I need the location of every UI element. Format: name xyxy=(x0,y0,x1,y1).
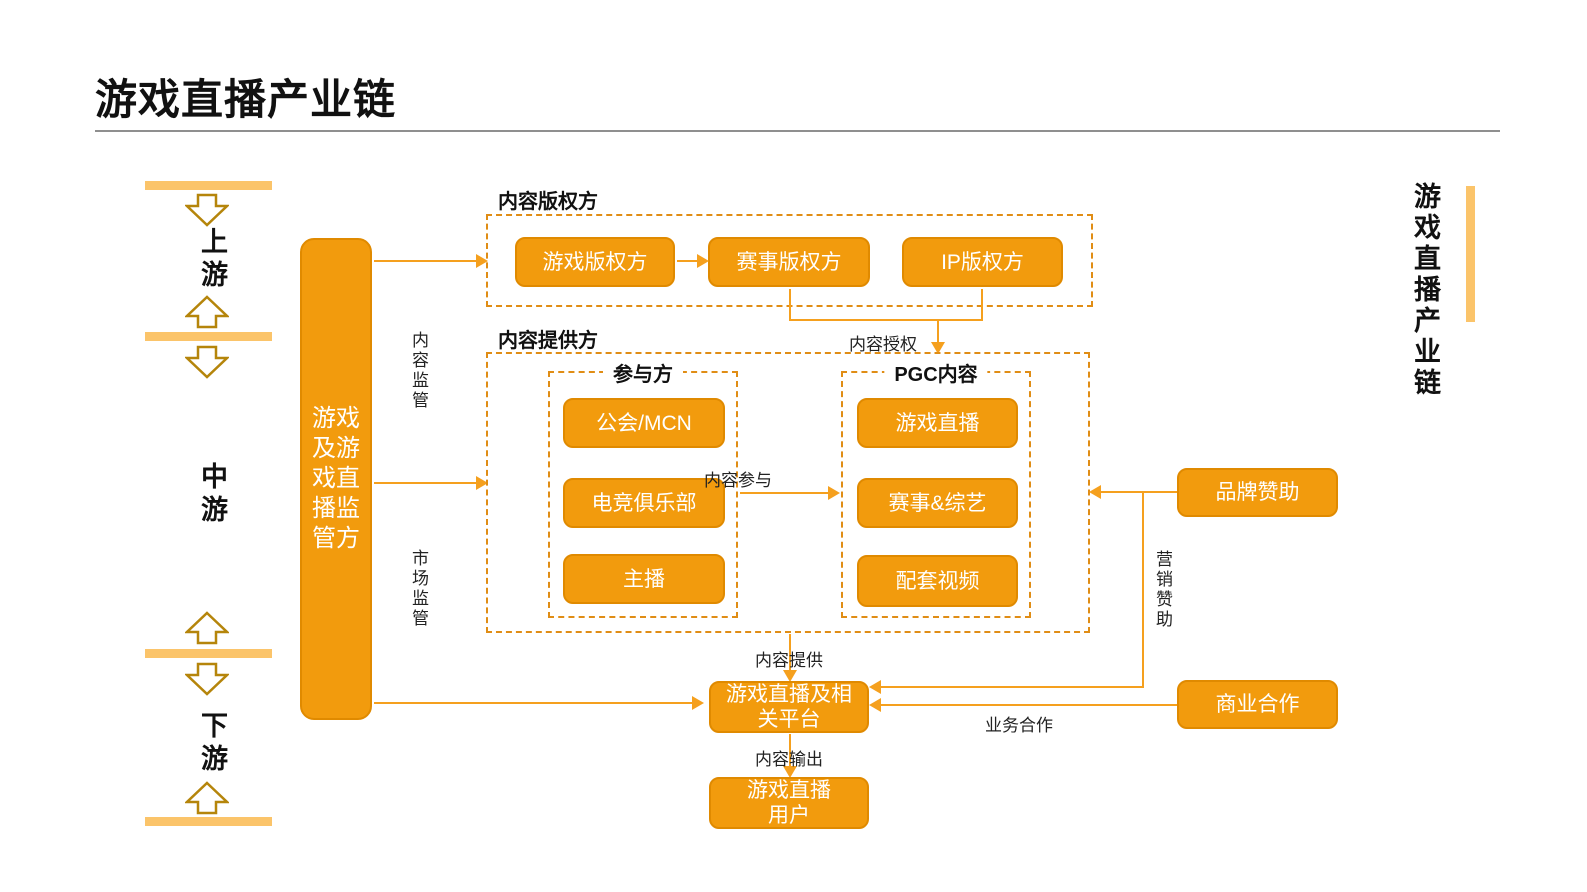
side-rail-title: 游戏直播产业链 xyxy=(1410,182,1440,399)
streamer-box: 主播 xyxy=(563,554,725,604)
arrowhead-icon xyxy=(692,696,704,710)
arrowhead-icon xyxy=(1089,485,1101,499)
content-participation-label: 内容参与 xyxy=(704,471,772,490)
stage-downstream-label: 下游 xyxy=(197,711,227,777)
connector-line xyxy=(789,734,791,770)
connector-line xyxy=(374,260,478,262)
connector-line xyxy=(374,702,692,704)
up-arrow-icon xyxy=(185,611,229,645)
connector-line xyxy=(374,482,478,484)
down-arrow-icon xyxy=(185,193,229,227)
connector-line xyxy=(880,704,1177,706)
connector-line xyxy=(789,634,791,674)
brand-sponsorship-box: 品牌赞助 xyxy=(1177,468,1338,517)
arrowhead-icon xyxy=(869,680,881,694)
platform-box: 游戏直播及相 关平台 xyxy=(709,681,869,733)
ip-copyright-box: IP版权方 xyxy=(902,237,1063,287)
copyright-section-title: 内容版权方 xyxy=(498,191,598,213)
regulator-label: 游戏及游戏直播监管方 xyxy=(312,405,360,552)
business-partnership-box: 商业合作 xyxy=(1177,680,1338,729)
page-title: 游戏直播产业链 xyxy=(95,76,397,123)
arrowhead-icon xyxy=(869,698,881,712)
arrowhead-icon xyxy=(931,342,945,354)
provider-section-title: 内容提供方 xyxy=(498,330,598,352)
business-cooperation-label: 业务合作 xyxy=(985,716,1053,735)
pgc-box: PGC内容 xyxy=(841,358,1031,618)
rail-bar xyxy=(145,332,272,341)
connector-line xyxy=(1100,491,1177,493)
guild-mcn-box: 公会/MCN xyxy=(563,398,725,448)
arrowhead-icon xyxy=(476,476,488,490)
esports-club-box: 电竞俱乐部 xyxy=(563,478,725,528)
arrowhead-icon xyxy=(828,486,840,500)
stage-upstream-label: 上游 xyxy=(197,227,227,293)
up-arrow-icon xyxy=(185,295,229,329)
pgc-title: PGC内容 xyxy=(884,358,988,387)
down-arrow-icon xyxy=(185,662,229,696)
connector-line xyxy=(740,492,830,494)
users-box: 游戏直播 用户 xyxy=(709,777,869,829)
event-copyright-box: 赛事版权方 xyxy=(708,237,870,287)
rail-bar xyxy=(145,649,272,658)
connector-line xyxy=(1142,491,1144,688)
content-license-label: 内容授权 xyxy=(849,335,917,354)
arrowhead-icon xyxy=(783,670,797,682)
connector-line xyxy=(981,289,983,321)
stage-midstream-label: 中游 xyxy=(197,462,227,528)
title-divider xyxy=(95,130,1500,132)
arrowhead-icon xyxy=(783,766,797,778)
market-supervision-label: 市场监管 xyxy=(409,549,428,629)
marketing-sponsorship-label: 营销赞助 xyxy=(1153,550,1172,630)
down-arrow-icon xyxy=(185,345,229,379)
game-livestream-box: 游戏直播 xyxy=(857,398,1018,448)
participants-title: 参与方 xyxy=(603,358,683,387)
companion-video-box: 配套视频 xyxy=(857,555,1018,607)
up-arrow-icon xyxy=(185,781,229,815)
content-output-label: 内容输出 xyxy=(755,750,823,769)
side-rail-bar xyxy=(1466,186,1475,322)
arrowhead-icon xyxy=(476,254,488,268)
events-variety-box: 赛事&综艺 xyxy=(857,478,1018,528)
connector-line xyxy=(789,319,983,321)
connector-line xyxy=(880,686,1144,688)
content-supervision-label: 内容监管 xyxy=(409,331,428,411)
connector-line xyxy=(789,289,791,321)
arrowhead-icon xyxy=(697,254,709,268)
connector-line xyxy=(937,319,939,344)
regulator-box: 游戏及游戏直播监管方 xyxy=(300,238,372,720)
rail-bar xyxy=(145,181,272,190)
rail-bar xyxy=(145,817,272,826)
content-provision-label: 内容提供 xyxy=(755,651,823,670)
game-copyright-box: 游戏版权方 xyxy=(515,237,675,287)
participants-box: 参与方 xyxy=(548,358,738,618)
connector-line xyxy=(677,260,699,262)
